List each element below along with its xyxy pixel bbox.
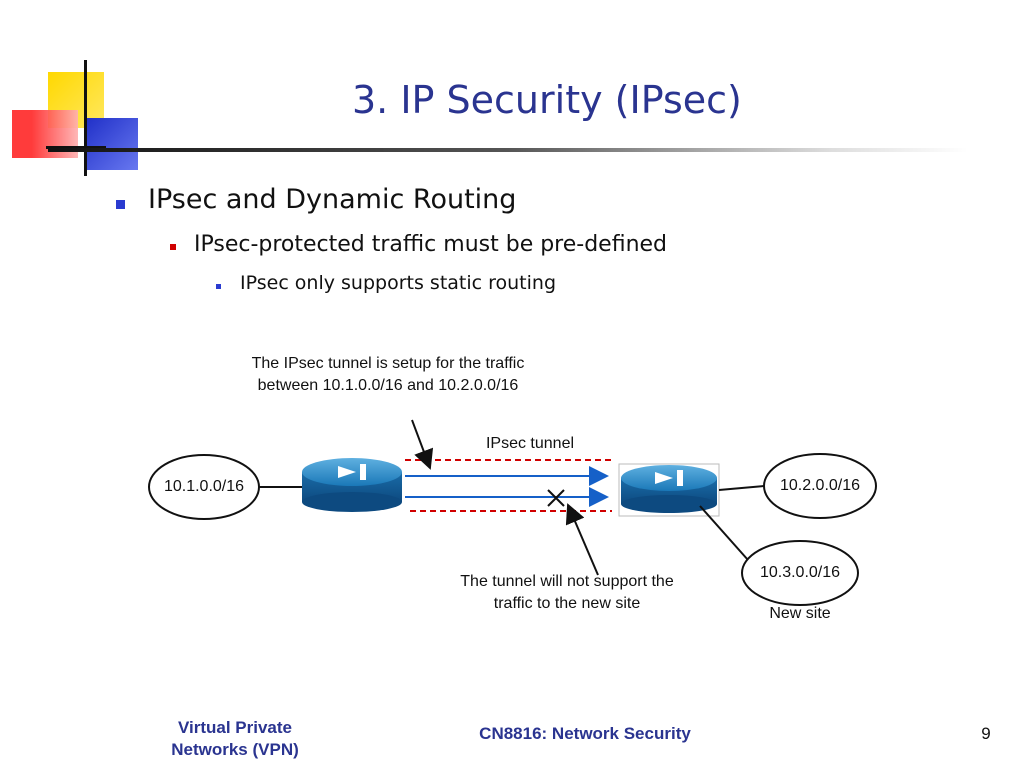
router-icon [302, 458, 402, 512]
x-mark-icon [547, 489, 565, 507]
network-right-label: 10.2.0.0/16 [779, 477, 861, 494]
network-new-ellipse [741, 540, 859, 606]
network-right-ellipse [763, 453, 877, 519]
bullet-marker-level1 [116, 200, 125, 209]
title-divider [48, 148, 968, 152]
footer-course-topic: Virtual Private Networks (VPN) [171, 718, 299, 759]
page-title: 3. IP Security (IPsec) [352, 78, 742, 122]
footer-course-name: CN8816: Network Security [479, 724, 691, 743]
tunnel-label: IPsec tunnel [485, 435, 575, 452]
bullet-level3: IPsec only supports static routing [240, 272, 557, 294]
link-right [718, 485, 765, 491]
link-new-site [699, 505, 749, 561]
network-new-label: 10.3.0.0/16 [759, 564, 841, 581]
bullet-marker-level3 [216, 284, 221, 289]
new-site-label: New site [769, 605, 831, 622]
callout-no-support: The tunnel will not support the traffic … [460, 573, 674, 612]
network-left-label: 10.1.0.0/16 [163, 478, 245, 495]
bullet-level2: IPsec-protected traffic must be pre-defi… [194, 232, 668, 257]
page-number: 9 [981, 724, 991, 743]
callout-tunnel-setup: The IPsec tunnel is setup for the traffi… [251, 355, 525, 394]
bullet-marker-level2 [170, 244, 176, 250]
router-icon [621, 465, 717, 513]
callout-arrow-top [411, 419, 434, 470]
callout-arrow-bottom [565, 503, 599, 576]
bullet-level1: IPsec and Dynamic Routing [148, 184, 517, 215]
